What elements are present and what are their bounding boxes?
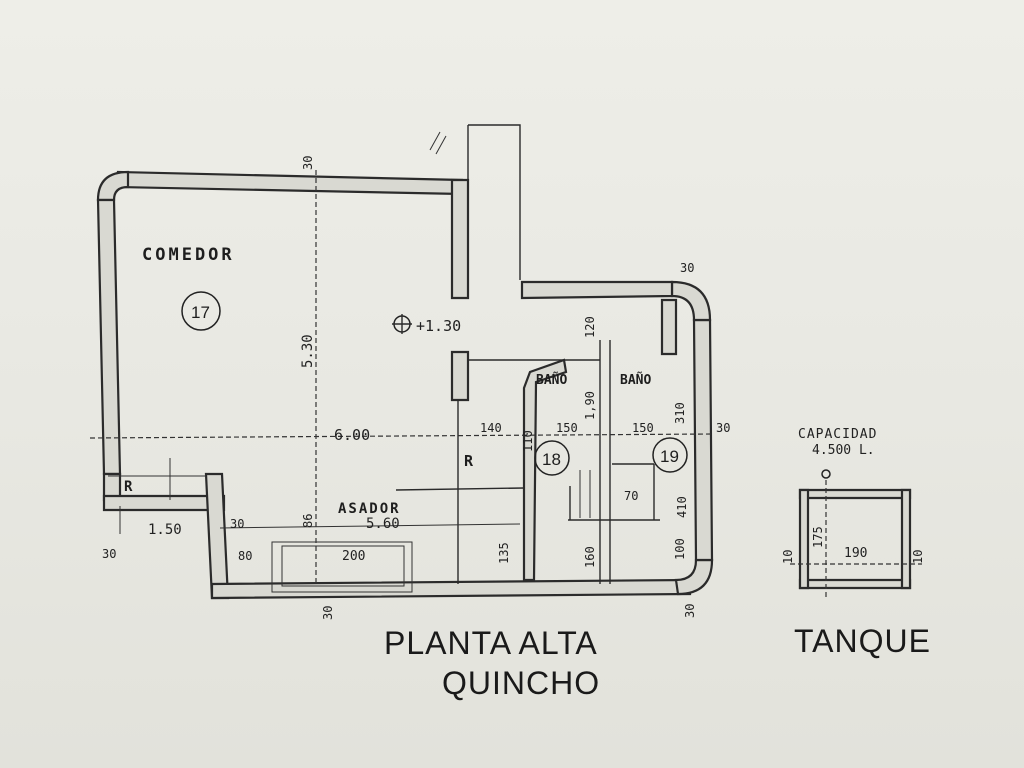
wall-corner-tr (670, 280, 712, 322)
dim-100: 100 (673, 538, 687, 560)
dim-left-step: 1.50 (148, 522, 182, 538)
dim-70: 70 (624, 489, 638, 503)
dim-30-bottom: 30 (321, 606, 335, 620)
wall-top (116, 170, 464, 196)
wall-step-bottom (102, 494, 226, 512)
tank-inner-h: 175 (811, 526, 825, 548)
wall-bath-top (520, 280, 674, 300)
dim-150-b: 150 (632, 421, 654, 435)
dim-asador-len: 5.60 (366, 516, 400, 532)
wall-right (692, 318, 714, 562)
tank-inner-w: 190 (844, 546, 867, 561)
plan-title-line1: PLANTA ALTA (384, 625, 598, 661)
room-label-r-left: R (124, 479, 133, 495)
wall-partition-c (660, 298, 678, 356)
dim-410: 410 (675, 496, 689, 518)
dim-200: 200 (342, 549, 365, 564)
dim-30-right: 30 (716, 421, 730, 435)
interior-lines (89, 170, 713, 593)
wall-left (96, 198, 122, 476)
room-label-bano-2: BAÑO (620, 372, 651, 388)
dim-310: 310 (673, 402, 687, 424)
wall-corner-tl (96, 170, 130, 202)
plan-title-line2: QUINCHO (442, 665, 600, 701)
dim-80: 80 (238, 549, 252, 563)
room-number-18: 18 (542, 450, 561, 469)
wall-column (450, 178, 470, 300)
level-marker-text: +1.30 (416, 317, 461, 335)
dim-110: 110 (521, 430, 535, 452)
room-label-comedor: COMEDOR (142, 245, 235, 265)
dim-150-a: 150 (556, 421, 578, 435)
dim-30-top: 30 (301, 156, 315, 170)
dim-width-total: 6.00 (334, 426, 370, 444)
tank-drawing: CAPACIDAD 4.500 L. 175 190 10 10 (781, 427, 925, 600)
tank-capacity-value: 4.500 L. (812, 443, 875, 458)
room-number-circle-17 (181, 291, 221, 331)
stair-block (429, 124, 521, 280)
wall-partition-b (522, 358, 568, 582)
dim-30-bottom-left: 30 (230, 517, 244, 531)
dim-height-total: 5.30 (300, 334, 316, 368)
wall-step-vertical (204, 472, 230, 600)
dim-86: 86 (301, 514, 315, 528)
room-number-19: 19 (660, 447, 679, 466)
room-label-r-mid: R (464, 452, 474, 470)
room-number-circle-19 (652, 437, 688, 473)
tank-wall-left: 10 (781, 550, 795, 564)
tank-title: TANQUE (794, 623, 931, 659)
room-label-bano-1: BAÑO (536, 372, 567, 388)
tank-wall-right: 10 (911, 550, 925, 564)
wall-partition-a (450, 350, 470, 402)
dimension-labels: 6.00 5.30 5.60 1.50 30 30 30 30 30 30 30… (102, 156, 730, 620)
room-label-asador: ASADOR (338, 501, 401, 517)
dim-190: 1,90 (583, 391, 597, 420)
dim-140: 140 (480, 421, 502, 435)
level-marker: +1.30 (392, 314, 461, 335)
room-number-circle-18 (534, 440, 570, 476)
room-number-17: 17 (191, 303, 210, 322)
wall-bottom (210, 578, 692, 600)
dim-30-right-top: 30 (680, 261, 694, 275)
wall-corner-br (674, 558, 714, 596)
dim-30-left: 30 (102, 547, 116, 561)
dim-135: 135 (497, 542, 511, 564)
walls (96, 170, 714, 600)
tank-capacity-label: CAPACIDAD (798, 427, 877, 442)
dim-120: 120 (583, 316, 597, 338)
dim-160: 160 (583, 546, 597, 568)
dim-30-bottom-right: 30 (683, 604, 697, 618)
